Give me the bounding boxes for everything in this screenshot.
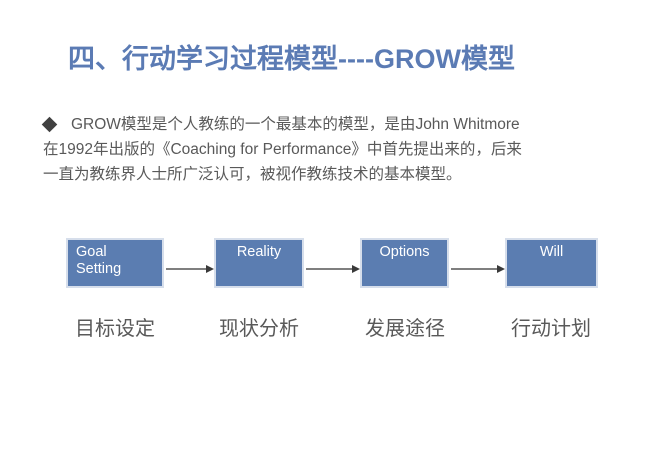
flow-caption-reality: 现状分析	[219, 318, 299, 340]
arrow-right-icon-options-to-will	[451, 265, 505, 273]
body-line-3: 一直为教练界人士所广泛认可，被视作教练技术的基本模型。	[43, 166, 462, 183]
page-title: 四、行动学习过程模型----GROW模型	[68, 44, 515, 74]
diamond-bullet-icon	[41, 116, 58, 133]
body-line-1-text: GROW模型是个人教练的一个最基本的模型，是由John Whitmore	[71, 116, 520, 133]
flow-box-options[interactable]: Options	[360, 238, 449, 288]
body-paragraph: GROW模型是个人教练的一个最基本的模型，是由John Whitmore 在19…	[40, 112, 620, 187]
flow-box-goal-setting-line2: Setting	[76, 261, 122, 277]
arrow-shaft	[306, 268, 353, 270]
arrow-shaft	[451, 268, 498, 270]
arrow-head	[497, 265, 505, 273]
flow-box-will-label: Will	[539, 244, 564, 260]
arrow-right-icon-reality-to-options	[306, 265, 360, 273]
flow-box-will[interactable]: Will	[505, 238, 598, 288]
arrow-head	[352, 265, 360, 273]
flow-box-goal-setting[interactable]: Goal Setting	[66, 238, 164, 288]
body-line-1: GROW模型是个人教练的一个最基本的模型，是由John Whitmore	[40, 112, 620, 137]
flow-caption-goal-setting: 目标设定	[75, 318, 155, 340]
arrow-head	[206, 265, 214, 273]
flow-caption-options: 发展途径	[365, 318, 445, 340]
flow-box-options-label: Options	[379, 244, 430, 260]
flow-box-reality-label: Reality	[236, 244, 282, 260]
flow-caption-will: 行动计划	[511, 318, 591, 340]
body-line-2: 在1992年出版的《Coaching for Performance》中首先提出…	[43, 141, 522, 158]
arrow-right-icon-goal-to-reality	[166, 265, 214, 273]
arrow-shaft	[166, 268, 207, 270]
flow-box-reality[interactable]: Reality	[214, 238, 304, 288]
flow-box-goal-setting-line1: Goal	[76, 244, 107, 260]
